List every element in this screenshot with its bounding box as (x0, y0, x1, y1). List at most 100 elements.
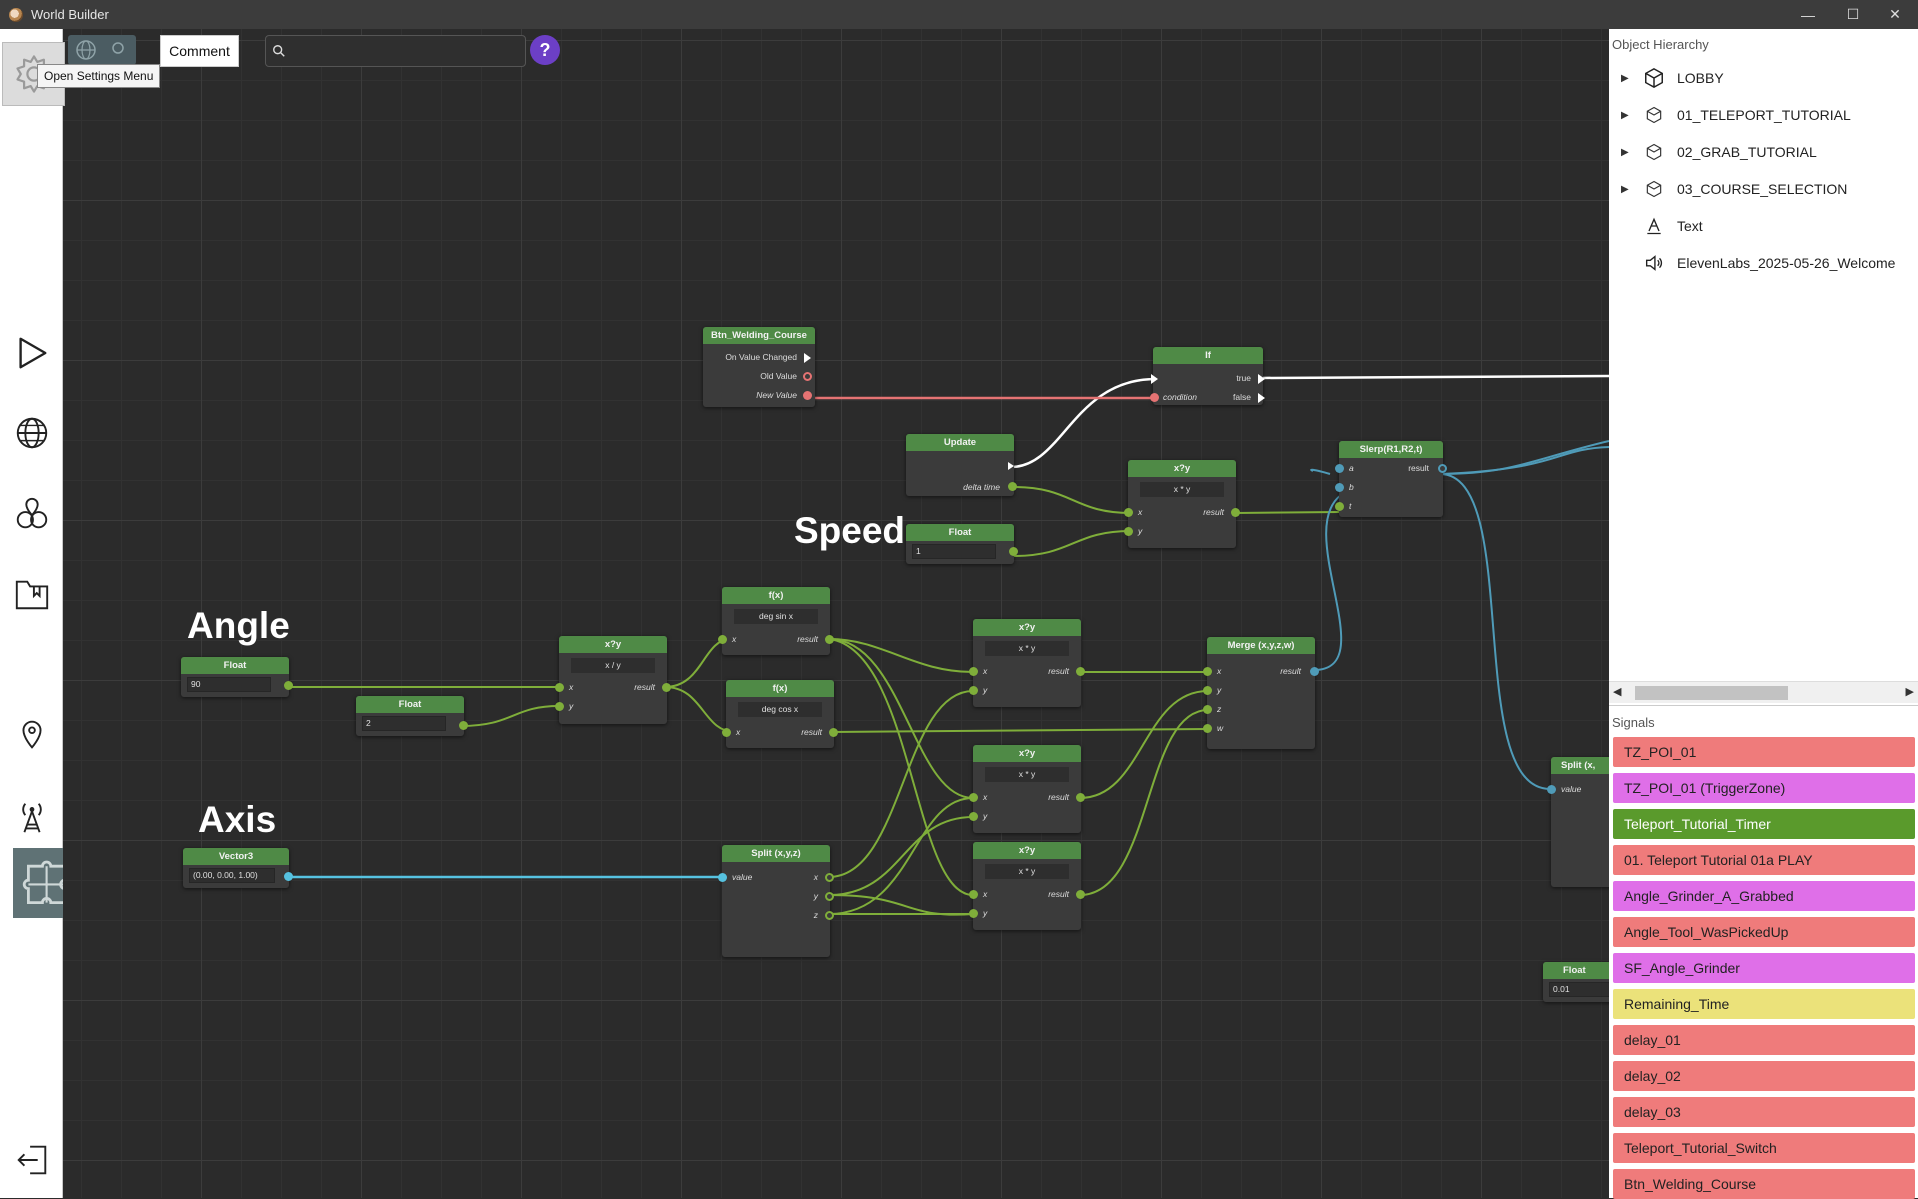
globe-toggle-icon[interactable] (68, 35, 136, 65)
operation-field[interactable]: deg cos x (738, 702, 822, 717)
new-value-pin[interactable] (803, 391, 812, 400)
hierarchy-item-lobby[interactable]: ▶ LOBBY (1609, 63, 1918, 93)
node-split-xyz[interactable]: Split (x,y,z) value x y z (718, 845, 834, 957)
float-value-input[interactable]: 90 (187, 677, 271, 692)
exit-button[interactable] (12, 1140, 52, 1180)
result-pin[interactable] (1231, 508, 1240, 517)
node-btn-welding-course[interactable]: Btn_Welding_Course On Value Changed Old … (703, 327, 815, 407)
assets-button[interactable] (12, 574, 52, 614)
x-out-pin[interactable] (825, 873, 834, 882)
y-pin[interactable] (969, 812, 978, 821)
w-pin[interactable] (1203, 724, 1212, 733)
exec-false-pin[interactable] (1258, 393, 1265, 403)
x-pin[interactable] (969, 667, 978, 676)
hierarchy-item-text[interactable]: Text (1609, 211, 1918, 241)
old-value-pin[interactable] (803, 372, 812, 381)
signal-item[interactable]: Angle_Grinder_A_Grabbed (1613, 881, 1915, 911)
value-out-pin[interactable] (284, 681, 293, 690)
operation-field[interactable]: x * y (1140, 482, 1224, 497)
node-slerp[interactable]: Slerp(R1,R2,t) a b t result (1335, 441, 1447, 517)
expand-arrow-icon[interactable]: ▶ (1621, 183, 1629, 195)
value-out-pin[interactable] (1009, 547, 1018, 556)
float-value-input[interactable]: 0.01 (1549, 982, 1609, 997)
node-vector3-axis[interactable]: Vector3 (0.00, 0.00, 1.00) (183, 848, 293, 888)
float-value-input[interactable]: 2 (362, 716, 446, 731)
signal-item[interactable]: SF_Angle_Grinder (1613, 953, 1915, 983)
result-pin[interactable] (1076, 890, 1085, 899)
node-float-speed[interactable]: Float 1 (906, 524, 1018, 564)
result-pin[interactable] (1076, 793, 1085, 802)
hierarchy-item-teleport-tutorial[interactable]: ▶ 01_TELEPORT_TUTORIAL (1609, 100, 1918, 130)
value-out-pin[interactable] (284, 872, 293, 881)
signal-item[interactable]: Remaining_Time (1613, 989, 1915, 1019)
node-function-sin[interactable]: f(x) deg sin x x result (718, 587, 834, 655)
delta-time-pin[interactable] (1008, 482, 1017, 491)
y-out-pin[interactable] (825, 892, 834, 901)
node-multiply-speed[interactable]: x?y x * y x y result (1124, 460, 1240, 548)
x-pin[interactable] (969, 890, 978, 899)
vector-value-input[interactable]: (0.00, 0.00, 1.00) (189, 868, 275, 883)
expand-arrow-icon[interactable]: ▶ (1621, 146, 1629, 158)
comment-button[interactable]: Comment (160, 35, 239, 67)
x-pin[interactable] (718, 635, 727, 644)
node-multiply-1[interactable]: x?y x * y x y result (969, 619, 1085, 707)
scroll-right-icon[interactable]: ▶ (1905, 686, 1914, 698)
b-pin[interactable] (1335, 483, 1344, 492)
node-update[interactable]: Update delta time (906, 434, 1017, 496)
node-multiply-3[interactable]: x?y x * y x y result (969, 842, 1085, 930)
result-pin[interactable] (1310, 667, 1319, 676)
location-button[interactable] (12, 715, 52, 755)
node-function-cos[interactable]: f(x) deg cos x x result (722, 680, 838, 748)
poi-map-button[interactable] (12, 494, 52, 534)
x-pin[interactable] (1124, 508, 1133, 517)
y-pin[interactable] (555, 702, 564, 711)
play-button[interactable] (12, 333, 52, 373)
node-float-angle[interactable]: Float 90 (181, 657, 293, 697)
value-in-pin[interactable] (1547, 785, 1556, 794)
result-pin[interactable] (829, 728, 838, 737)
result-pin[interactable] (662, 683, 671, 692)
signal-item[interactable]: delay_03 (1613, 1097, 1915, 1127)
signal-item[interactable]: 01. Teleport Tutorial 01a PLAY (1613, 845, 1915, 875)
a-pin[interactable] (1335, 464, 1344, 473)
signal-item[interactable]: Btn_Welding_Course (1613, 1169, 1915, 1199)
z-pin[interactable] (1203, 705, 1212, 714)
node-split-right[interactable]: Split (x, value (1547, 757, 1609, 887)
value-out-pin[interactable] (459, 721, 468, 730)
node-multiply-2[interactable]: x?y x * y x y result (969, 745, 1085, 833)
world-button[interactable] (12, 413, 52, 453)
operation-field[interactable]: x * y (985, 864, 1069, 879)
search-input[interactable] (292, 40, 520, 62)
z-out-pin[interactable] (825, 911, 834, 920)
x-pin[interactable] (1203, 667, 1212, 676)
node-divide[interactable]: x?y x / y x y result (555, 636, 671, 724)
x-pin[interactable] (969, 793, 978, 802)
node-float-right[interactable]: Float 0.01 (1543, 962, 1609, 1002)
y-pin[interactable] (1124, 527, 1133, 536)
expand-arrow-icon[interactable]: ▶ (1621, 72, 1629, 84)
exec-out-pin[interactable] (1008, 462, 1014, 470)
signal-item[interactable]: delay_01 (1613, 1025, 1915, 1055)
operation-field[interactable]: x * y (985, 767, 1069, 782)
condition-pin[interactable] (1150, 393, 1159, 402)
expand-arrow-icon[interactable]: ▶ (1621, 109, 1629, 121)
signal-item[interactable]: Teleport_Tutorial_Timer (1613, 809, 1915, 839)
help-button[interactable]: ? (530, 35, 560, 65)
float-value-input[interactable]: 1 (912, 544, 996, 559)
signal-item[interactable]: Teleport_Tutorial_Switch (1613, 1133, 1915, 1163)
search-field[interactable] (265, 35, 526, 67)
operation-field[interactable]: x / y (571, 658, 655, 673)
scrollbar-thumb[interactable] (1635, 686, 1788, 700)
operation-field[interactable]: x * y (985, 641, 1069, 656)
close-button[interactable]: ✕ (1889, 6, 1901, 22)
result-pin[interactable] (1076, 667, 1085, 676)
exec-in-pin[interactable] (1151, 374, 1158, 384)
signal-item[interactable]: TZ_POI_01 (TriggerZone) (1613, 773, 1915, 803)
y-pin[interactable] (969, 909, 978, 918)
signal-item[interactable]: Angle_Tool_WasPickedUp (1613, 917, 1915, 947)
scroll-left-icon[interactable]: ◀ (1613, 686, 1622, 698)
signal-item[interactable]: TZ_POI_01 (1613, 737, 1915, 767)
hierarchy-item-grab-tutorial[interactable]: ▶ 02_GRAB_TUTORIAL (1609, 137, 1918, 167)
node-graph-canvas[interactable]: Angle Axis Speed Btn_Welding_Course On V… (63, 29, 1609, 1198)
x-pin[interactable] (722, 728, 731, 737)
